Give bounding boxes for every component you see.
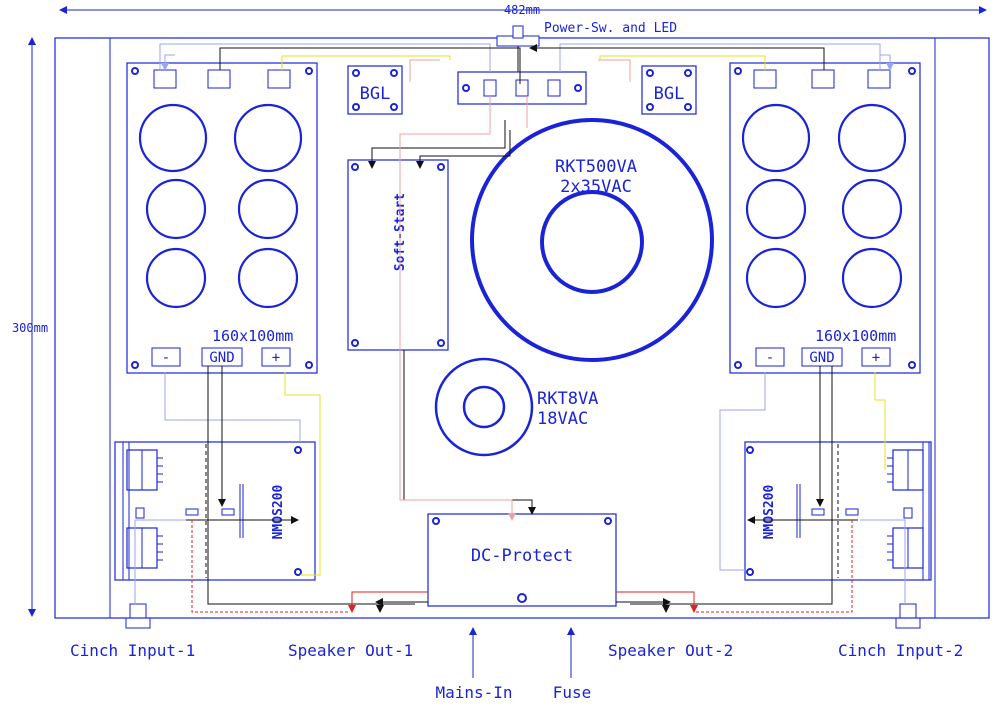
bgl-board-right: BGL <box>641 65 697 115</box>
bgl-left-label: BGL <box>360 84 391 104</box>
width-label: 482mm <box>504 3 540 17</box>
main-transformer-line2: 2x35VAC <box>560 177 632 197</box>
bgl-right-label: BGL <box>654 84 685 104</box>
cinch-input-2-label: Cinch Input-2 <box>838 641 963 660</box>
amp-module-right: NMOS200 <box>744 441 932 581</box>
psu-right-size: 160x100mm <box>815 327 896 345</box>
cinch-connector-left <box>125 603 151 629</box>
small-transformer: RKT8VA 18VAC <box>434 357 598 457</box>
amp-right-label: NMOS200 <box>762 484 777 539</box>
height-dimension: 300mm <box>12 37 48 617</box>
main-transformer-line1: RKT500VA <box>555 157 637 177</box>
cinch-connector-right <box>895 603 921 629</box>
amp-left-label: NMOS200 <box>271 484 286 539</box>
input-arrows <box>469 627 575 678</box>
psu-board-right: 160x100mm - GND + <box>729 62 921 374</box>
bgl-board-left: BGL <box>347 65 403 115</box>
mains-in-label: Mains-In <box>435 683 512 702</box>
psu-right-gnd: GND <box>809 350 834 366</box>
fuse-label: Fuse <box>553 683 592 702</box>
amp-module-left: NMOS200 <box>114 441 316 581</box>
psu-left-plus: + <box>272 350 280 366</box>
cinch-input-1-label: Cinch Input-1 <box>70 641 195 660</box>
power-switch: Power-Sw. and LED <box>496 21 677 72</box>
small-transformer-line1: RKT8VA <box>537 389 598 409</box>
dc-protect-label: DC-Protect <box>471 546 573 566</box>
width-dimension: 482mm <box>59 3 987 17</box>
soft-start-board: Soft-Start <box>347 159 449 351</box>
psu-left-minus: - <box>162 350 170 366</box>
main-transformer: RKT500VA 2x35VAC <box>470 118 714 362</box>
psu-left-gnd: GND <box>209 350 234 366</box>
psu-right-minus: - <box>766 350 774 366</box>
height-label: 300mm <box>12 321 48 335</box>
small-transformer-line2: 18VAC <box>537 409 588 429</box>
psu-right-plus: + <box>872 350 880 366</box>
wiring <box>134 43 906 613</box>
power-switch-label: Power-Sw. and LED <box>544 21 677 36</box>
switch-led-board <box>457 71 587 105</box>
speaker-out-1-label: Speaker Out-1 <box>288 641 413 660</box>
speaker-out-2-label: Speaker Out-2 <box>608 641 733 660</box>
psu-board-left: 160x100mm - GND + <box>126 62 318 374</box>
psu-left-size: 160x100mm <box>212 327 293 345</box>
dc-protect-board: DC-Protect <box>427 513 617 607</box>
